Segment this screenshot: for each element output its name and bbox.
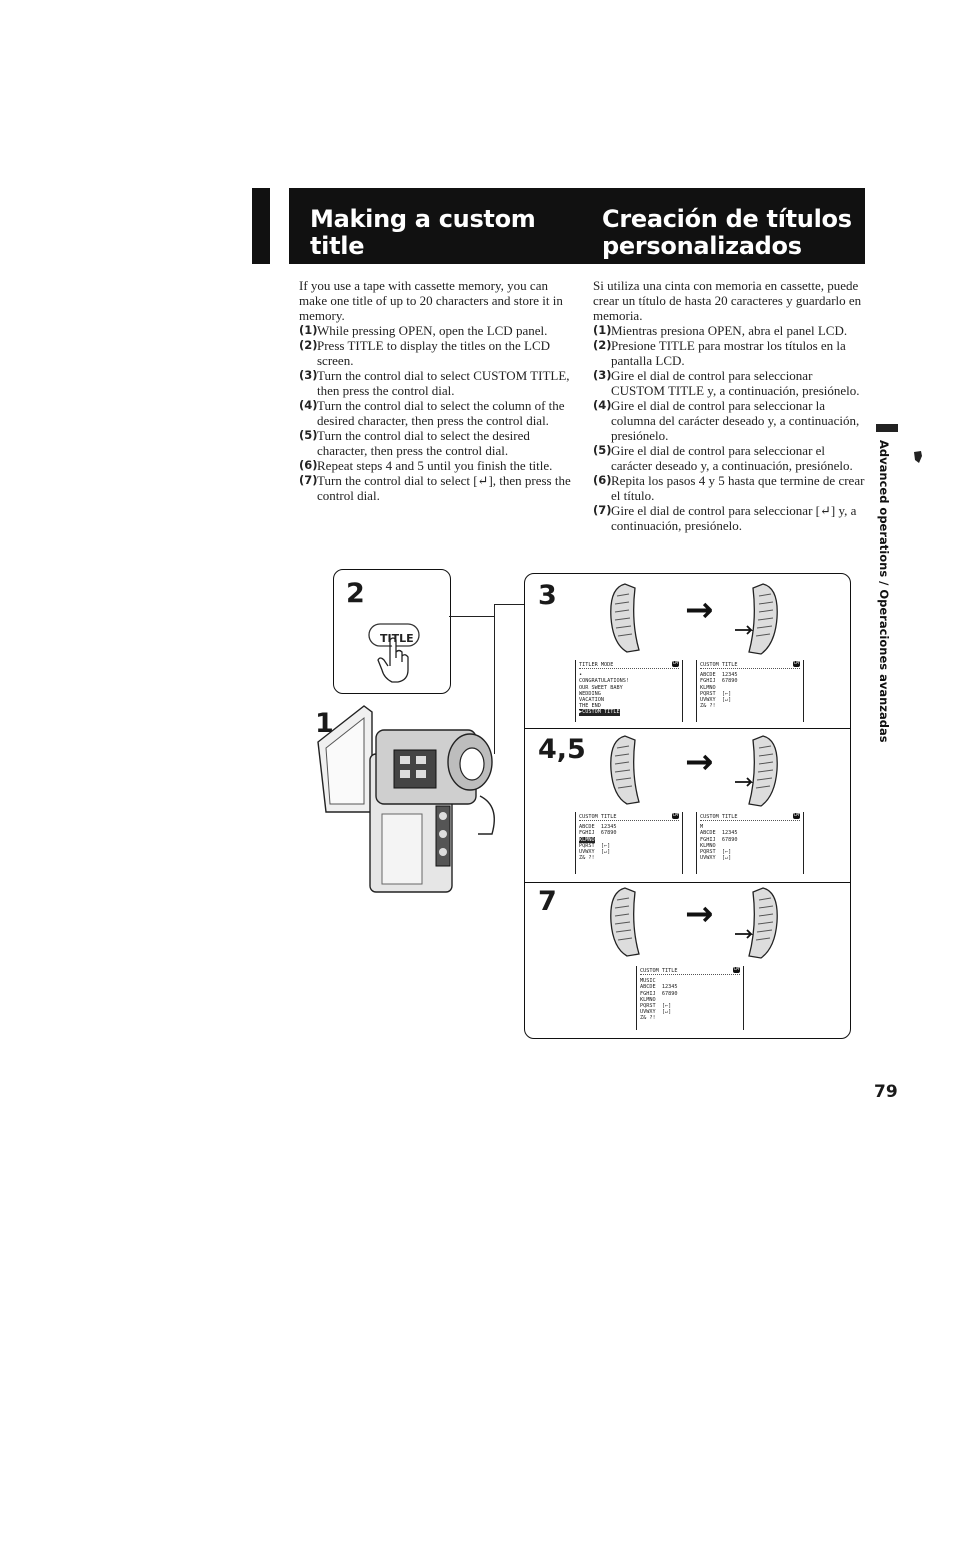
step-text: Mientras presiona OPEN, abra el panel LC… bbox=[611, 323, 848, 338]
step-text: Turn the control dial to select the desi… bbox=[317, 428, 530, 458]
step-number: (6) bbox=[593, 473, 612, 487]
step-number: (7) bbox=[593, 503, 612, 517]
step-number: (4) bbox=[593, 398, 612, 412]
steps-english: (1)While pressing OPEN, open the LCD pan… bbox=[299, 323, 571, 503]
step-text: Turn the control dial to select the colu… bbox=[317, 398, 565, 428]
page-number: 79 bbox=[874, 1082, 898, 1102]
intro-spanish: Si utiliza una cinta con memoria en cass… bbox=[593, 278, 862, 323]
control-dial-pressed-icon bbox=[735, 735, 778, 807]
cassette-memory-badge: CM bbox=[792, 813, 800, 820]
cassette-memory-badge: CM bbox=[732, 967, 740, 974]
step-item: (6)Repita los pasos 4 y 5 hasta que term… bbox=[593, 473, 865, 503]
step-number: (2) bbox=[299, 338, 318, 352]
step-text: Gire el dial de control para seleccionar… bbox=[611, 503, 857, 533]
step-number: (1) bbox=[299, 323, 318, 337]
cassette-memory-badge: CM bbox=[792, 661, 800, 668]
arrow-icon: → bbox=[685, 742, 714, 782]
control-dial-pressed-icon bbox=[735, 583, 778, 655]
step-item: (1)While pressing OPEN, open the LCD pan… bbox=[299, 323, 571, 338]
step-text: Gire el dial de control para seleccionar… bbox=[611, 443, 853, 473]
step-item: (7)Turn the control dial to select [↵], … bbox=[299, 473, 571, 503]
step-number: (2) bbox=[593, 338, 612, 352]
step-item: (4)Turn the control dial to select the c… bbox=[299, 398, 571, 428]
side-tab-label: Advanced operations / Operaciones avanza… bbox=[877, 440, 891, 743]
step-number: (3) bbox=[593, 368, 612, 382]
step-number: (5) bbox=[593, 443, 612, 457]
control-dial-icon bbox=[610, 735, 640, 805]
step-number: (7) bbox=[299, 473, 318, 487]
step-item: (5)Gire el dial de control para seleccio… bbox=[593, 443, 865, 473]
english-column: If you use a tape with cassette memory, … bbox=[299, 278, 571, 503]
step-item: (5)Turn the control dial to select the d… bbox=[299, 428, 571, 458]
step-number: (3) bbox=[299, 368, 318, 382]
steps-spanish: (1)Mientras presiona OPEN, abra el panel… bbox=[593, 323, 865, 533]
step-number: (1) bbox=[593, 323, 612, 337]
connector-line-vertical bbox=[494, 604, 495, 754]
step-text: Turn the control dial to select CUSTOM T… bbox=[317, 368, 570, 398]
section-marker-bar bbox=[252, 188, 270, 264]
step-text: Presione TITLE para mostrar los títulos … bbox=[611, 338, 846, 368]
step-7-number: 7 bbox=[538, 886, 557, 917]
control-dial-pressed-icon bbox=[735, 887, 778, 959]
intro-english: If you use a tape with cassette memory, … bbox=[299, 278, 563, 323]
title-button-label: TITLE bbox=[380, 632, 414, 645]
arrow-icon: → bbox=[685, 590, 714, 630]
camcorder-illustration bbox=[317, 705, 495, 893]
spanish-column: Si utiliza una cinta con memoria en cass… bbox=[593, 278, 865, 533]
cassette-memory-badge: CM bbox=[671, 813, 679, 820]
step-3-number: 3 bbox=[538, 580, 557, 611]
step-item: (2)Press TITLE to display the titles on … bbox=[299, 338, 571, 368]
step-item: (3)Turn the control dial to select CUSTO… bbox=[299, 368, 571, 398]
step-number: (6) bbox=[299, 458, 318, 472]
step-item: (6)Repeat steps 4 and 5 until you finish… bbox=[299, 458, 571, 473]
step-2-panel: 2 TITLE bbox=[333, 569, 451, 694]
step-text: Press TITLE to display the titles on the… bbox=[317, 338, 551, 368]
step-2-number: 2 bbox=[346, 578, 365, 609]
step-item: (3)Gire el dial de control para seleccio… bbox=[593, 368, 865, 398]
selected-column: KLMNO bbox=[579, 836, 595, 843]
header-band: Making a custom title Creación de título… bbox=[289, 188, 865, 264]
step-text: Repita los pasos 4 y 5 hasta que termine… bbox=[611, 473, 865, 503]
step-text: While pressing OPEN, open the LCD panel. bbox=[317, 323, 548, 338]
step-number: (5) bbox=[299, 428, 318, 442]
step-text: Repeat steps 4 and 5 until you finish th… bbox=[317, 458, 553, 473]
connector-line-top bbox=[494, 604, 524, 605]
step-text: Gire el dial de control para seleccionar… bbox=[611, 398, 860, 443]
step-text: Turn the control dial to select [↵], the… bbox=[317, 473, 571, 503]
step-item: (4)Gire el dial de control para seleccio… bbox=[593, 398, 865, 443]
step-item: (7)Gire el dial de control para seleccio… bbox=[593, 503, 865, 533]
step-text: Gire el dial de control para seleccionar… bbox=[611, 368, 860, 398]
row-divider bbox=[525, 882, 850, 883]
connector-line bbox=[449, 616, 494, 617]
row-divider bbox=[525, 728, 850, 729]
step-item: (1)Mientras presiona OPEN, abra el panel… bbox=[593, 323, 865, 338]
cassette-memory-badge: CM bbox=[671, 661, 679, 668]
title-english: Making a custom title bbox=[310, 205, 536, 260]
step-number: (4) bbox=[299, 398, 318, 412]
title-spanish: Creación de títulos personalizados bbox=[602, 205, 852, 260]
pressing-hand-icon bbox=[368, 623, 420, 683]
step-1-number: 1 bbox=[315, 708, 334, 739]
arrow-icon: → bbox=[685, 894, 714, 934]
control-dial-icon bbox=[610, 887, 640, 957]
step-item: (2)Presione TITLE para mostrar los títul… bbox=[593, 338, 865, 368]
selected-menu-item: ▶CUSTOM TITLE bbox=[579, 709, 620, 716]
thumb-index-icon bbox=[914, 451, 922, 463]
side-tab-marker bbox=[876, 424, 898, 432]
control-dial-icon bbox=[610, 583, 640, 653]
step-4-5-number: 4,5 bbox=[538, 734, 586, 765]
